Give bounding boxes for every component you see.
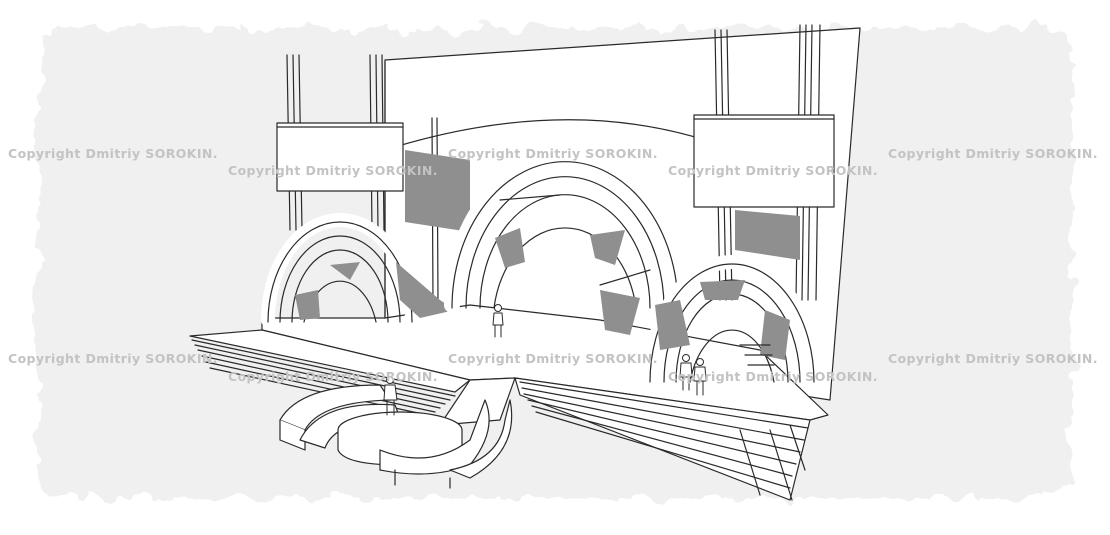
figure-runway xyxy=(383,376,398,416)
shadow-right-screen xyxy=(735,210,800,260)
right-arch xyxy=(643,255,821,387)
runway xyxy=(439,377,516,426)
figure-group-right xyxy=(679,354,707,396)
right-stairs xyxy=(514,377,811,501)
right-arch-shadow xyxy=(700,280,745,300)
watermark: Copyright Dmitriy SOROKIN. xyxy=(228,163,438,178)
figure-center xyxy=(492,304,504,338)
left-arch-shadow xyxy=(396,262,455,318)
center-arch-shadow xyxy=(495,228,525,268)
watermark: Copyright Dmitriy SOROKIN. xyxy=(888,146,1098,161)
watermark: Copyright Dmitriy SOROKIN. xyxy=(8,146,218,161)
front-platforms xyxy=(279,384,513,489)
watermark: Copyright Dmitriy SOROKIN. xyxy=(448,351,658,366)
shadow-left-screen xyxy=(405,150,470,232)
right-screen xyxy=(693,114,835,208)
watermark: Copyright Dmitriy SOROKIN. xyxy=(228,369,438,384)
left-arch xyxy=(261,213,455,327)
left-screen xyxy=(276,122,404,192)
watermark: Copyright Dmitriy SOROKIN. xyxy=(668,369,878,384)
watermark: Copyright Dmitriy SOROKIN. xyxy=(888,351,1098,366)
watermark: Copyright Dmitriy SOROKIN. xyxy=(668,163,878,178)
watermark: Copyright Dmitriy SOROKIN. xyxy=(448,146,658,161)
center-arch xyxy=(444,150,686,335)
watermark: Copyright Dmitriy SOROKIN. xyxy=(8,351,218,366)
